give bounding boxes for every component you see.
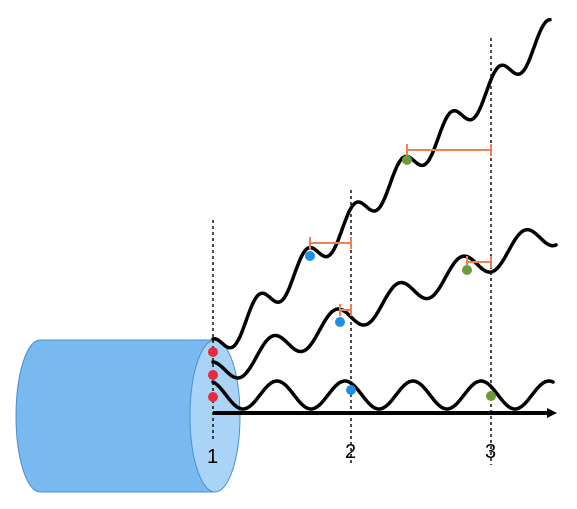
dot-mid-mid bbox=[335, 317, 345, 327]
marker-label-1: 1 bbox=[207, 446, 218, 468]
marker-label-3: 3 bbox=[485, 441, 496, 463]
wave-mid bbox=[211, 227, 558, 380]
offset-brackets bbox=[309, 144, 492, 316]
cylinder-body bbox=[15, 339, 216, 493]
dot-mid-flat bbox=[346, 385, 356, 395]
offset-bracket-small bbox=[339, 304, 352, 316]
marker-label-2: 2 bbox=[345, 441, 356, 463]
wave-flat bbox=[211, 379, 555, 411]
offset-bracket-large bbox=[406, 144, 492, 156]
dot-start-mid bbox=[208, 370, 218, 380]
dot-start-flat bbox=[208, 392, 218, 402]
dot-end-mid bbox=[462, 265, 472, 275]
wave-dots bbox=[208, 155, 496, 402]
dot-end-flat bbox=[486, 391, 496, 401]
wave-steep bbox=[211, 17, 552, 350]
dot-end-steep bbox=[402, 155, 412, 165]
dot-mid-steep bbox=[305, 251, 315, 261]
waves bbox=[211, 17, 558, 411]
dot-start-steep bbox=[208, 347, 218, 357]
offset-bracket-medium bbox=[309, 237, 352, 249]
cylinder bbox=[15, 339, 241, 493]
